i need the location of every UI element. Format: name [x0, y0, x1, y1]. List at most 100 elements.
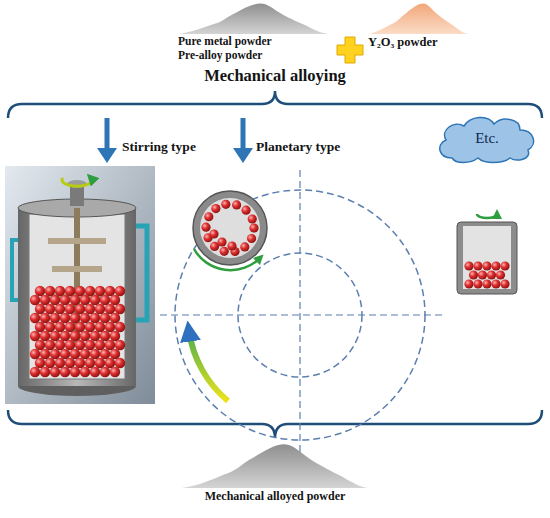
- grinding-ball: [45, 358, 55, 368]
- grinding-ball: [80, 331, 90, 341]
- grinding-ball: [50, 367, 60, 377]
- grinding-ball: [70, 349, 80, 359]
- grinding-ball: [209, 229, 218, 238]
- vial-inner: [200, 198, 260, 258]
- grinding-ball: [90, 295, 100, 305]
- flow-arrow: [241, 118, 246, 150]
- grinding-ball: [469, 270, 478, 279]
- grinding-ball: [60, 295, 70, 305]
- grinding-ball: [105, 340, 115, 350]
- grinding-ball: [220, 247, 229, 256]
- vial: [193, 191, 267, 265]
- grinding-ball: [110, 295, 120, 305]
- axis-line: [160, 314, 445, 315]
- grinding-ball: [70, 367, 80, 377]
- grinding-ball: [100, 349, 110, 359]
- powder-heap: Pure metal powderPre-alloy powder: [178, 2, 328, 63]
- grinding-ball: [45, 340, 55, 350]
- grinding-ball: [60, 313, 70, 323]
- grinding-ball: [65, 358, 75, 368]
- axis-line: [299, 170, 300, 458]
- grinding-ball: [35, 322, 45, 332]
- grinding-ball: [115, 322, 125, 332]
- grinding-ball: [70, 331, 80, 341]
- rotation-arrow: [477, 214, 497, 218]
- grinding-ball: [30, 313, 40, 323]
- grinding-ball: [115, 358, 125, 368]
- grinding-ball: [491, 279, 500, 288]
- grinding-ball: [85, 322, 95, 332]
- grinding-ball: [50, 349, 60, 359]
- grinding-ball: [201, 223, 210, 232]
- grinding-ball: [75, 358, 85, 368]
- grinding-ball: [90, 313, 100, 323]
- grinding-ball: [40, 349, 50, 359]
- grinding-balls: [464, 261, 509, 288]
- rotation-arrow: [194, 249, 260, 270]
- text-group: Etc.: [432, 112, 542, 164]
- grinding-ball: [496, 270, 505, 279]
- grinding-ball: [45, 322, 55, 332]
- text-group: Y₂O₃ powder: [368, 2, 468, 50]
- revolution-arrow: [189, 331, 228, 401]
- grinding-ball: [204, 212, 213, 221]
- cloud-outline: [440, 117, 534, 162]
- grinding-ball: [90, 331, 100, 341]
- grinding-balls: [30, 286, 125, 377]
- grinding-ball: [45, 286, 55, 296]
- grinding-ball: [105, 358, 115, 368]
- grinding-ball: [217, 237, 226, 246]
- grinding-ball: [55, 322, 65, 332]
- grinding-ball: [40, 313, 50, 323]
- material-label: Pure metal powder: [178, 35, 272, 49]
- grinding-ball: [65, 304, 75, 314]
- powder-heap-outline: [368, 4, 468, 34]
- text-group: Pure metal powderPre-alloy powder: [178, 2, 328, 63]
- grinding-ball: [60, 367, 70, 377]
- grinding-ball: [464, 261, 473, 270]
- grinding-ball: [85, 340, 95, 350]
- grinding-ball: [100, 331, 110, 341]
- grinding-ball: [30, 349, 40, 359]
- grinding-ball: [482, 261, 491, 270]
- grinding-ball: [65, 322, 75, 332]
- grinding-ball: [30, 295, 40, 305]
- flow-arrow-head: [233, 148, 253, 163]
- process-heading: Mechanical alloying: [204, 66, 346, 86]
- grinding-ball: [70, 313, 80, 323]
- grinding-ball: [65, 286, 75, 296]
- grinding-ball: [35, 340, 45, 350]
- grinding-ball: [60, 349, 70, 359]
- grinding-balls: [201, 200, 258, 256]
- grinding-ball: [75, 322, 85, 332]
- grinding-ball: [241, 206, 250, 215]
- grinding-ball: [110, 331, 120, 341]
- top-brace: [8, 91, 542, 118]
- material-label: Mechanical alloyed powder: [205, 489, 346, 503]
- grinding-ball: [50, 295, 60, 305]
- grinding-ball: [247, 234, 256, 243]
- grinding-ball: [100, 313, 110, 323]
- grinding-ball: [80, 349, 90, 359]
- grinding-ball: [95, 358, 105, 368]
- grinding-ball: [100, 295, 110, 305]
- rotation-arrow: [62, 178, 92, 186]
- grinding-ball: [211, 204, 220, 213]
- mill-housing: [18, 208, 136, 386]
- grinding-ball: [115, 340, 125, 350]
- grinding-ball: [90, 349, 100, 359]
- grinding-ball: [248, 214, 257, 223]
- mill-background: [5, 166, 155, 404]
- bottom-brace: [8, 410, 542, 438]
- grinding-ball: [227, 241, 236, 250]
- powder-heap-outline: [182, 444, 368, 488]
- grinding-ball: [75, 286, 85, 296]
- grinding-ball: [110, 349, 120, 359]
- grinding-ball: [70, 295, 80, 305]
- material-label: Y₂O₃ powder: [368, 35, 438, 50]
- grinding-ball: [55, 358, 65, 368]
- grinding-ball: [249, 223, 258, 232]
- grinding-ball: [75, 340, 85, 350]
- grinding-ball: [95, 286, 105, 296]
